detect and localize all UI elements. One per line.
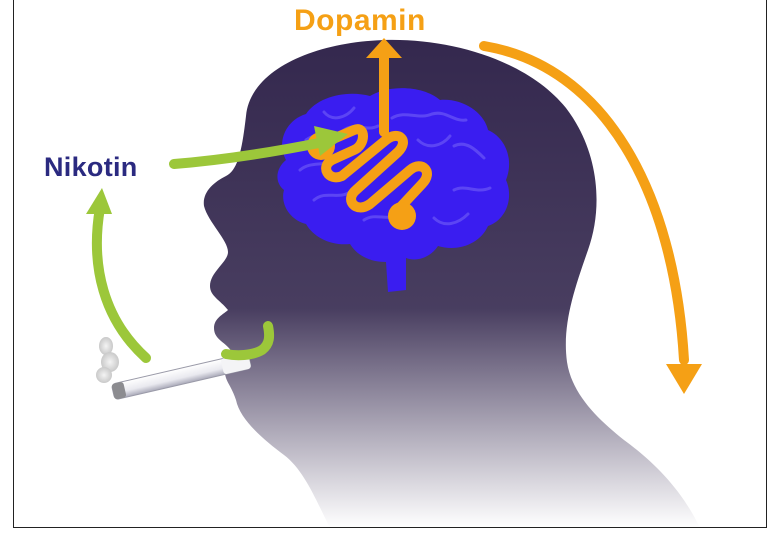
dopamine-label: Dopamin <box>294 6 426 36</box>
nicotine-label: Nikotin <box>44 154 138 181</box>
nicotine-up-arrow-icon <box>86 188 146 358</box>
diagram-canvas <box>14 0 767 528</box>
smoke-icon <box>96 337 119 383</box>
diagram-frame: Dopamin Nikotin <box>13 0 767 528</box>
